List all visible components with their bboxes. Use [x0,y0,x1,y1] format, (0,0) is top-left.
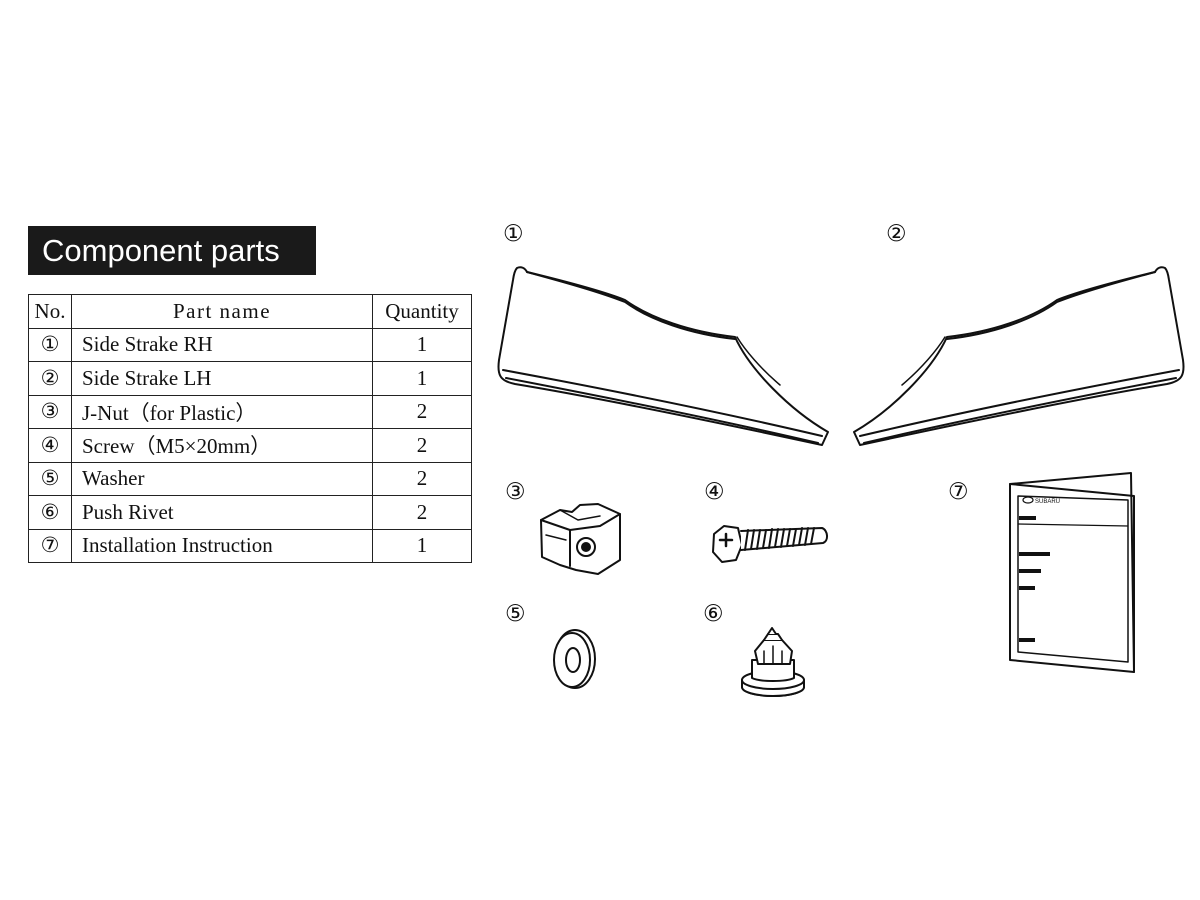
table-row: ③ J-Nut（for Plastic） 2 [28,394,472,429]
row-quantity: 1 [372,528,472,563]
table-header-row: No. Part name Quantity [28,294,472,329]
row-no: ⑥ [28,495,72,530]
row-part-name: Push Rivet [71,495,373,530]
side-strake-lh-illustration [853,266,1185,446]
washer-illustration [553,629,596,689]
j-nut-illustration [540,503,621,575]
row-quantity: 2 [372,394,472,429]
row-quantity: 2 [372,495,472,530]
callout-1: ① [503,221,524,247]
row-part-name: Side Strake LH [71,361,373,396]
table-row: ① Side Strake RH 1 [28,327,472,362]
screw-illustration [712,525,828,563]
table-row: ④ Screw（M5×20mm） 2 [28,428,472,463]
section-title: Component parts [28,226,316,275]
row-part-name: Side Strake RH [71,327,373,362]
table-row: ⑥ Push Rivet 2 [28,495,472,530]
callout-2: ② [886,221,907,247]
row-part-name: J-Nut（for Plastic） [71,394,373,429]
callout-3: ③ [505,479,526,505]
push-rivet-illustration [741,627,805,697]
row-quantity: 2 [372,461,472,496]
side-strake-rh-illustration [497,266,829,446]
row-quantity: 1 [372,327,472,362]
header-quantity: Quantity [372,294,472,329]
row-part-name: Installation Instruction [71,528,373,563]
table-row: ⑦ Installation Instruction 1 [28,528,472,563]
callout-7: ⑦ [948,479,969,505]
row-no: ⑦ [28,528,72,563]
table-row: ⑤ Washer 2 [28,461,472,496]
row-part-name: Washer [71,461,373,496]
callout-6: ⑥ [703,601,724,627]
booklet-logo: SUBARU [1035,499,1060,505]
callout-4: ④ [704,479,725,505]
callout-5: ⑤ [505,601,526,627]
instruction-booklet-illustration [1009,472,1135,673]
header-no: No. [28,294,72,329]
parts-table: No. Part name Quantity ① Side Strake RH … [28,294,472,563]
